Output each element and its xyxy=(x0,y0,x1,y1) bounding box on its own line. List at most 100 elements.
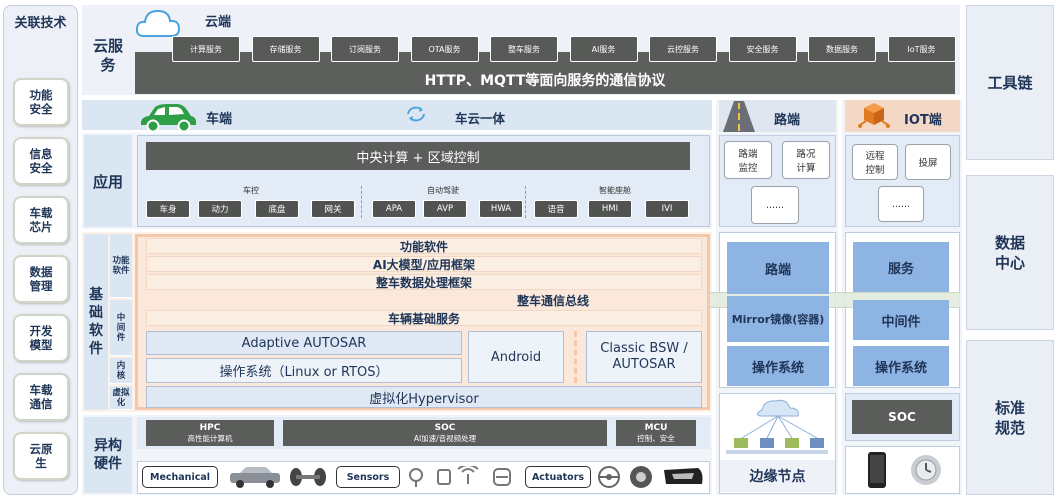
phone-icon xyxy=(867,451,887,489)
cloud-service-1[interactable]: 存储服务 xyxy=(251,36,320,62)
iot-app-0[interactable]: 远程 控制 xyxy=(852,144,898,180)
cloud-service-5[interactable]: AI服务 xyxy=(569,36,638,62)
cloud-service-8[interactable]: 数据服务 xyxy=(808,36,876,62)
hypervisor: 虚拟化Hypervisor xyxy=(146,386,702,408)
hardware-label: 异构 硬件 xyxy=(84,417,132,493)
headlight-icon xyxy=(662,466,706,488)
base-sub-label-0: 功能 软件 xyxy=(110,234,132,298)
sync-icon xyxy=(404,105,428,123)
app-group-divider-1 xyxy=(525,186,526,218)
iot-cube-icon xyxy=(856,101,892,131)
left-item-0[interactable]: 功能 安全 xyxy=(13,78,69,126)
app-group-label-2: 智能座舱 xyxy=(599,185,631,195)
app-item-车身[interactable]: 车身 xyxy=(146,200,190,218)
hw-title: MCU xyxy=(644,422,668,433)
wheel-icon xyxy=(628,464,654,490)
edge-node-label: 边缘节点 xyxy=(720,460,835,492)
hw-subtitle: 高性能计算机 xyxy=(187,433,233,443)
stack-row-1: AI大模型/应用框架 xyxy=(146,256,702,272)
cloud-service-7[interactable]: 安全服务 xyxy=(728,36,797,62)
iot-block-0: 服务 xyxy=(853,242,949,292)
app-item-底盘[interactable]: 底盘 xyxy=(255,200,299,218)
android-block: Android xyxy=(468,331,564,383)
base-sub-label-2: 内 核 xyxy=(110,358,132,384)
road-app-0[interactable]: 路端 监控 xyxy=(724,141,772,179)
cloud-service-4[interactable]: 整车服务 xyxy=(490,36,558,62)
right-item-1[interactable]: 数据 中心 xyxy=(966,175,1054,330)
hw-subtitle: AI加速/音视频处理 xyxy=(413,433,477,443)
base-software-label: 基础 软件 xyxy=(84,234,108,410)
road-app-1[interactable]: 路况 计算 xyxy=(782,141,830,179)
left-title: 关联技术 xyxy=(14,15,67,31)
left-item-5[interactable]: 车载 通信 xyxy=(13,373,69,421)
cloud-service-2[interactable]: 订阅服务 xyxy=(331,36,399,62)
app-label: 应用 xyxy=(84,135,132,227)
road-app-2[interactable]: ...... xyxy=(751,186,799,224)
left-item-1[interactable]: 信息 安全 xyxy=(13,137,69,185)
car-chassis-icon xyxy=(226,465,284,489)
road-block-0: 路端 xyxy=(727,242,829,294)
left-item-2[interactable]: 车载 芯片 xyxy=(13,196,69,244)
road-block-1: Mirror镜像(容器) xyxy=(727,296,829,342)
protocol-label: HTTP、MQTT等面向服务的通信协议 xyxy=(424,73,666,89)
cloud-icon xyxy=(134,6,182,40)
stack-row-3: 整车通信总线 xyxy=(516,293,589,308)
hw-title: HPC xyxy=(199,422,221,433)
adaptive-autosar: Adaptive AUTOSAR xyxy=(146,331,462,355)
dashed-divider xyxy=(574,331,580,383)
app-item-网关[interactable]: 网关 xyxy=(311,200,355,218)
app-group-label-1: 自动驾驶 xyxy=(427,185,459,195)
app-group-label-0: 车控 xyxy=(243,185,259,195)
road-icon xyxy=(722,101,756,132)
physical-actuators[interactable]: Actuators xyxy=(525,466,591,488)
cloud-service-6[interactable]: 云控服务 xyxy=(649,36,717,62)
cloud-service-3[interactable]: OTA服务 xyxy=(410,36,479,62)
road-block-2: 操作系统 xyxy=(727,346,829,386)
iot-block-2: 操作系统 xyxy=(853,346,949,386)
hw-subtitle: 控制、安全 xyxy=(637,433,675,443)
os-block: 操作系统（Linux or RTOS） xyxy=(146,358,462,383)
stack-row-4: 车辆基础服务 xyxy=(146,310,702,326)
app-item-IVI[interactable]: IVI xyxy=(645,200,689,218)
app-item-AVP[interactable]: AVP xyxy=(423,200,467,218)
cloud-title: 云端 xyxy=(205,15,232,30)
stack-row-2: 整车数据处理框架 xyxy=(146,274,702,290)
road-title: 路端 xyxy=(774,113,801,128)
cloud-service-9[interactable]: IoT服务 xyxy=(887,36,956,62)
watch-icon xyxy=(908,452,944,488)
right-item-2[interactable]: 标准 规范 xyxy=(966,340,1054,495)
hw-title: SOC xyxy=(434,422,456,433)
physical-sensors[interactable]: Sensors xyxy=(336,466,400,488)
left-item-6[interactable]: 云原 生 xyxy=(13,432,69,480)
classic-autosar: Classic BSW / AUTOSAR xyxy=(586,331,702,383)
physical-mechanical[interactable]: Mechanical xyxy=(142,466,218,488)
stack-row-0: 功能软件 xyxy=(146,238,702,254)
app-item-动力[interactable]: 动力 xyxy=(198,200,242,218)
car-icon xyxy=(137,101,199,133)
app-item-语音[interactable]: 语音 xyxy=(534,200,578,218)
left-item-3[interactable]: 数据 管理 xyxy=(13,255,69,303)
iot-app-2[interactable]: ...... xyxy=(878,186,924,222)
iot-app-1[interactable]: 投屏 xyxy=(905,144,951,180)
axle-icon xyxy=(288,465,328,489)
steering-wheel-icon xyxy=(596,464,622,490)
sensor-icons xyxy=(406,466,518,488)
base-sub-label-3: 虚拟 化 xyxy=(110,386,132,410)
iot-soc: SOC xyxy=(852,400,952,434)
right-item-0[interactable]: 工具链 xyxy=(966,5,1054,160)
app-item-APA[interactable]: APA xyxy=(372,200,416,218)
app-group-divider-0 xyxy=(361,186,362,218)
left-item-4[interactable]: 开发 模型 xyxy=(13,314,69,362)
network-icon xyxy=(722,396,832,458)
app-item-HMI[interactable]: HMI xyxy=(588,200,632,218)
iot-block-1: 中间件 xyxy=(853,300,949,340)
cloud-service-0[interactable]: 计算服务 xyxy=(172,36,240,62)
vehicle-title: 车端 xyxy=(206,112,233,127)
central-compute: 中央计算 + 区域控制 xyxy=(146,142,690,170)
cloud-label: 云服 务 xyxy=(92,37,123,74)
app-item-HWA[interactable]: HWA xyxy=(479,200,523,218)
vehicle-cloud-integration: 车云一体 xyxy=(455,111,506,126)
